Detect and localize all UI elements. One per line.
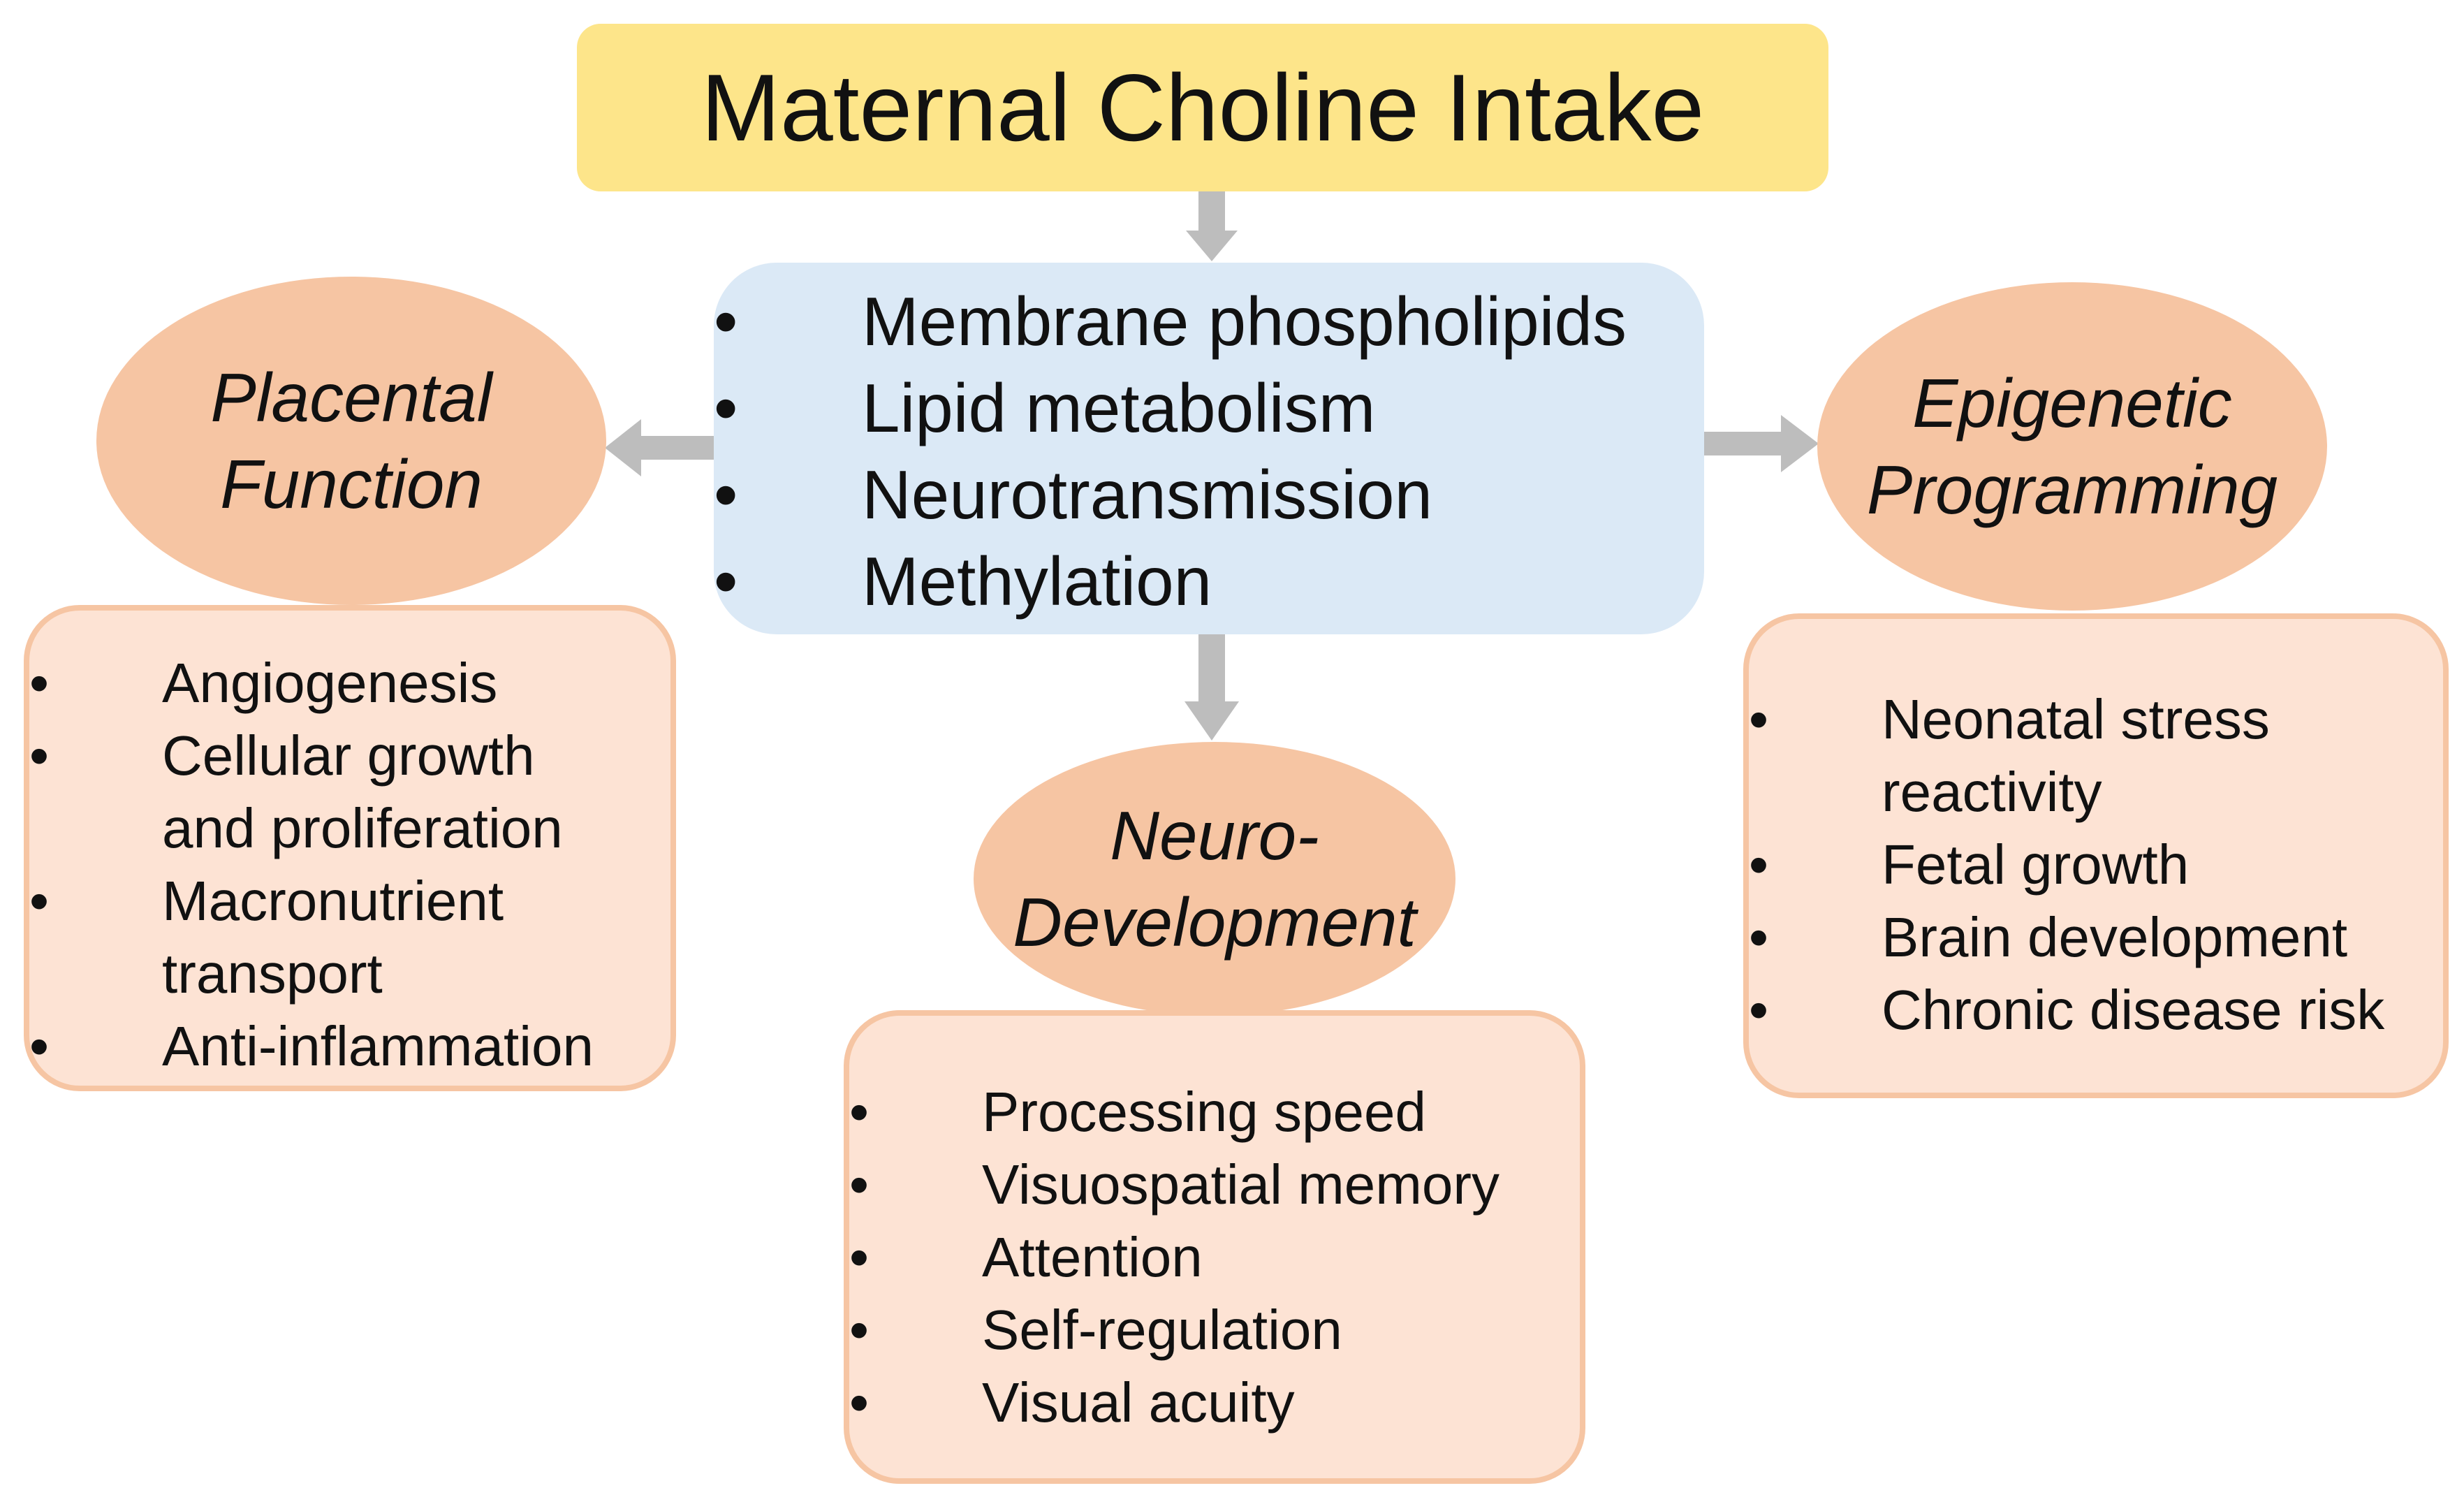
central-mechanisms-box: •Membrane phospholipids •Lipid metabolis…	[714, 263, 1704, 634]
list-item: •Anti-inflammation	[29, 1015, 594, 1077]
arrow-title-to-center	[1186, 191, 1238, 261]
list-item: •Methylation	[714, 543, 1212, 620]
neuro-heading-line2: Development	[1013, 884, 1416, 961]
neuro-development-list: •Processing speed •Visuospatial memory •…	[849, 1076, 1499, 1439]
list-item: •Membrane phospholipids	[714, 283, 1627, 360]
diagram-title: Maternal Choline Intake	[701, 54, 1705, 161]
list-item: •Fetal growth	[1749, 833, 2190, 896]
arrow-center-to-neuro	[1185, 634, 1239, 741]
central-mechanisms-list: •Membrane phospholipids •Lipid metabolis…	[714, 278, 1627, 625]
list-item: •Visual acuity	[849, 1371, 1295, 1434]
neuro-heading-line1: Neuro-	[1110, 797, 1319, 874]
list-item: •Processing speed	[849, 1081, 1426, 1143]
placental-function-heading: Placental Function	[96, 277, 606, 605]
list-item: •Lipid metabolism	[714, 370, 1376, 446]
arrow-center-to-epigenetic	[1704, 415, 1819, 472]
epigenetic-heading-line1: Epigenetic	[1912, 365, 2232, 442]
list-item: •Self-regulation	[849, 1299, 1342, 1361]
arrow-center-to-placental	[605, 419, 714, 476]
epigenetic-programming-heading: Epigenetic Programming	[1817, 282, 2327, 611]
list-item: •Attention	[849, 1226, 1203, 1288]
list-item: •Angiogenesis	[29, 652, 498, 714]
placental-heading-line1: Placental	[210, 359, 492, 436]
list-item: •Visuospatial memory	[849, 1153, 1500, 1216]
list-item: •Neurotransmission	[714, 456, 1432, 533]
neuro-development-box: •Processing speed •Visuospatial memory •…	[844, 1010, 1585, 1484]
epigenetic-heading-line2: Programming	[1866, 451, 2278, 528]
title-box: Maternal Choline Intake	[577, 24, 1828, 191]
list-item: •Chronic disease risk	[1749, 979, 2385, 1041]
placental-heading-line2: Function	[220, 446, 483, 523]
list-item: •Brain development	[1749, 906, 2348, 968]
neuro-development-heading: Neuro- Development	[974, 742, 1455, 1016]
